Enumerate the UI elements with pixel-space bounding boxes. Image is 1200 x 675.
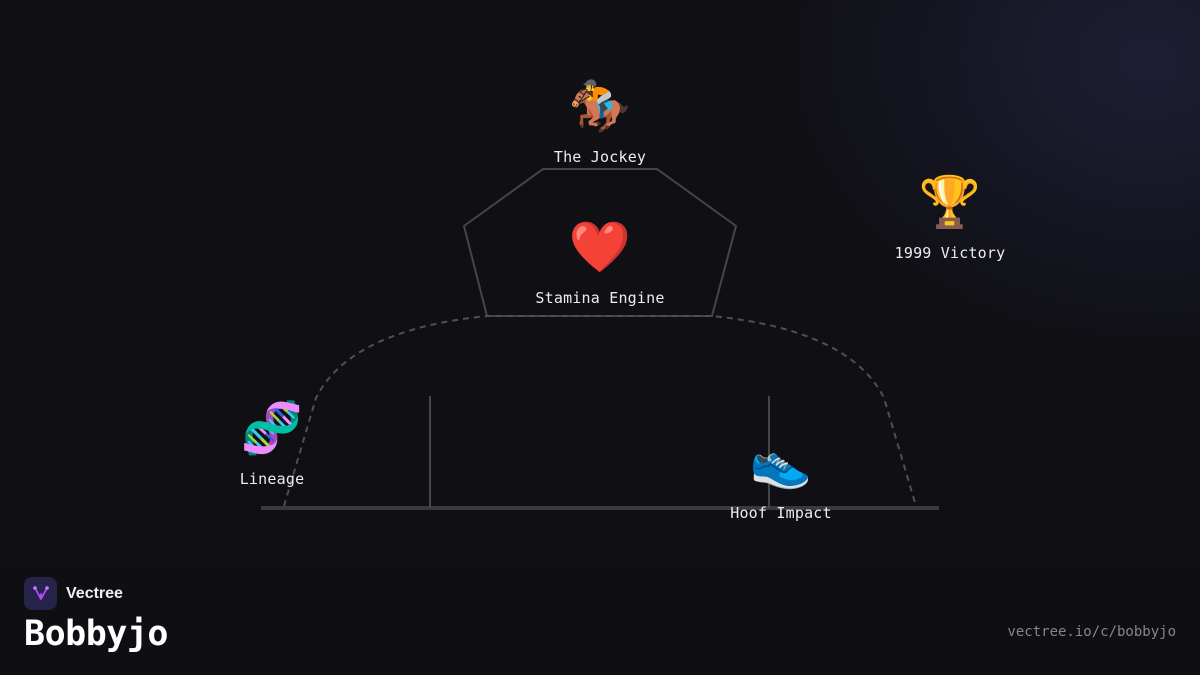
- tree-logo-icon: [32, 585, 49, 600]
- node-label: Lineage: [239, 470, 305, 488]
- branding: Vectree Bobbyjo: [24, 577, 169, 654]
- dna-icon: 🧬: [240, 399, 304, 457]
- source-url[interactable]: vectree.io/c/bobbyjo: [1007, 624, 1176, 640]
- trophy-icon: 🏆: [918, 173, 982, 231]
- dashed-arch: [283, 315, 917, 507]
- node-lineage: 🧬 Lineage: [172, 398, 372, 488]
- node-the-jockey: 🏇 The Jockey: [500, 76, 700, 166]
- node-hoof-impact: 👟 Hoof Impact: [681, 432, 881, 522]
- red-heart-icon: ❤️: [568, 218, 632, 276]
- brand-name: Vectree: [66, 584, 123, 602]
- page-title: Bobbyjo: [24, 614, 169, 654]
- node-1999-victory: 🏆 1999 Victory: [850, 172, 1050, 262]
- node-label: Stamina Engine: [535, 289, 665, 307]
- vectree-logo-icon: [24, 577, 57, 610]
- running-shoe-icon: 👟: [749, 433, 813, 491]
- pentagon-outline: [462, 168, 738, 317]
- horse-racing-icon: 🏇: [568, 77, 632, 135]
- node-label: 1999 Victory: [894, 244, 1006, 262]
- brand-row: Vectree: [24, 577, 168, 610]
- node-label: Hoof Impact: [730, 504, 832, 522]
- node-stamina-engine: ❤️ Stamina Engine: [500, 217, 700, 307]
- node-label: The Jockey: [553, 148, 647, 166]
